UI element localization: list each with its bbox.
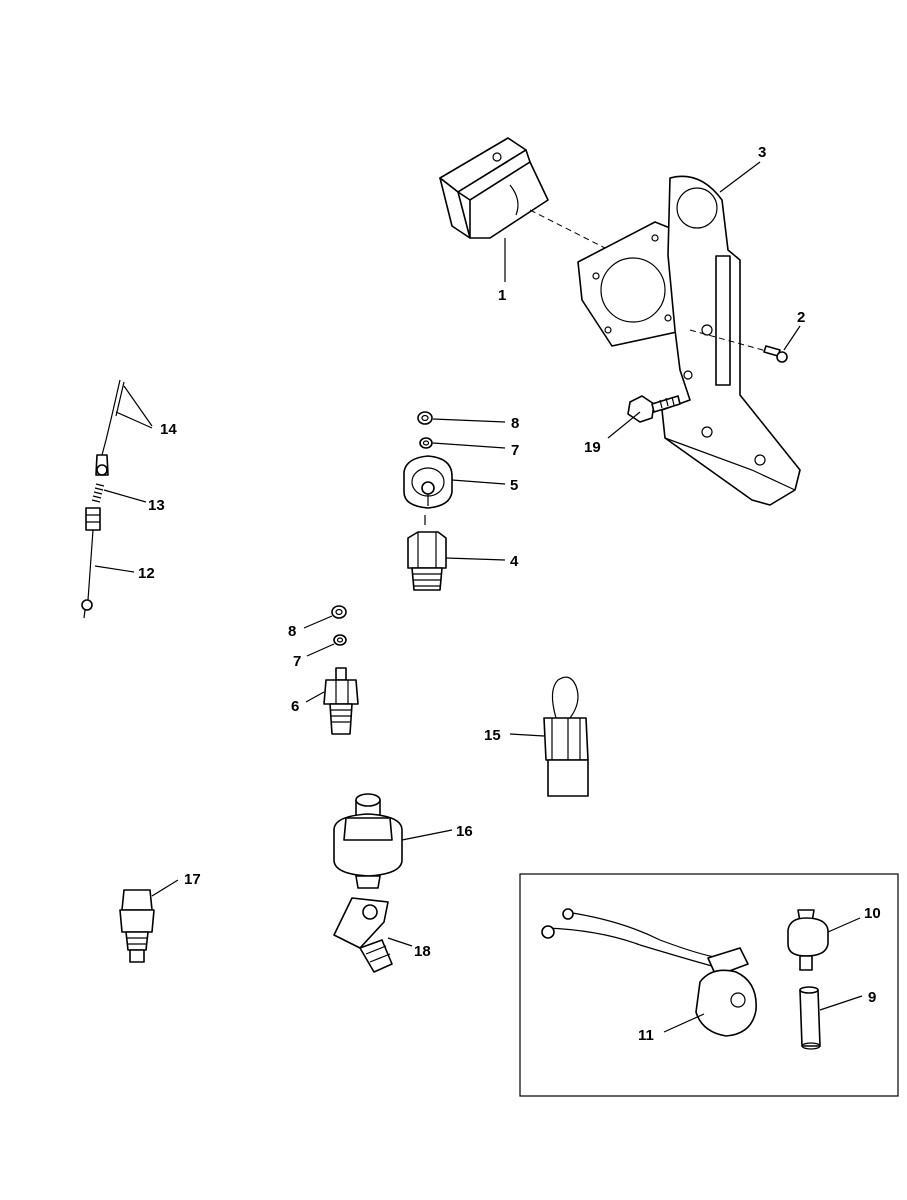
part-8-nut-lower [331, 605, 347, 619]
part-15-connector [543, 676, 589, 797]
part-7-washer-lower [333, 634, 347, 646]
callout-8-lower: 8 [288, 623, 296, 640]
part-3-bracket [577, 175, 801, 506]
part-18-elbow [333, 897, 393, 973]
part-5-sender [403, 455, 453, 525]
part-17-fitting [119, 889, 155, 963]
part-14-cable [95, 379, 125, 476]
callout-16: 16 [456, 823, 473, 840]
part-11-pickup [541, 908, 757, 1037]
callout-10: 10 [864, 905, 881, 922]
part-9-spacer [799, 986, 821, 1050]
callout-17: 17 [184, 871, 201, 888]
inset-box [519, 873, 899, 1097]
part-2-screw [763, 345, 788, 363]
callout-8-upper: 8 [511, 415, 519, 432]
part-12-connector [81, 507, 101, 619]
callout-12: 12 [138, 565, 155, 582]
callout-11: 11 [638, 1027, 654, 1044]
part-1-clamp [439, 137, 606, 249]
part-4-adapter [407, 531, 447, 591]
callout-15: 15 [484, 727, 501, 744]
part-16-knock-sensor [333, 793, 403, 889]
callout-13: 13 [148, 497, 165, 514]
part-7-washer-upper [419, 437, 433, 449]
callout-4: 4 [510, 553, 519, 570]
callout-5: 5 [510, 477, 518, 494]
part-8-nut-upper [417, 411, 433, 425]
callout-7-lower: 7 [293, 653, 301, 670]
part-6-sensor [323, 667, 359, 735]
callout-7-upper: 7 [511, 442, 519, 459]
callout-1: 1 [498, 287, 506, 304]
callout-14: 14 [160, 421, 177, 438]
leader-lines [94, 161, 863, 1033]
callout-3: 3 [758, 144, 766, 161]
part-10-sender [787, 909, 829, 971]
callout-labels: 1 2 3 4 5 6 7 7 8 8 9 10 11 12 13 14 15 … [138, 144, 881, 1044]
part-19-bolt [627, 395, 681, 423]
part-13-spring [91, 483, 105, 503]
callout-18: 18 [414, 943, 431, 960]
callout-2: 2 [797, 309, 805, 326]
callout-19: 19 [584, 439, 601, 456]
callout-9: 9 [868, 989, 876, 1006]
callout-6: 6 [291, 698, 299, 715]
